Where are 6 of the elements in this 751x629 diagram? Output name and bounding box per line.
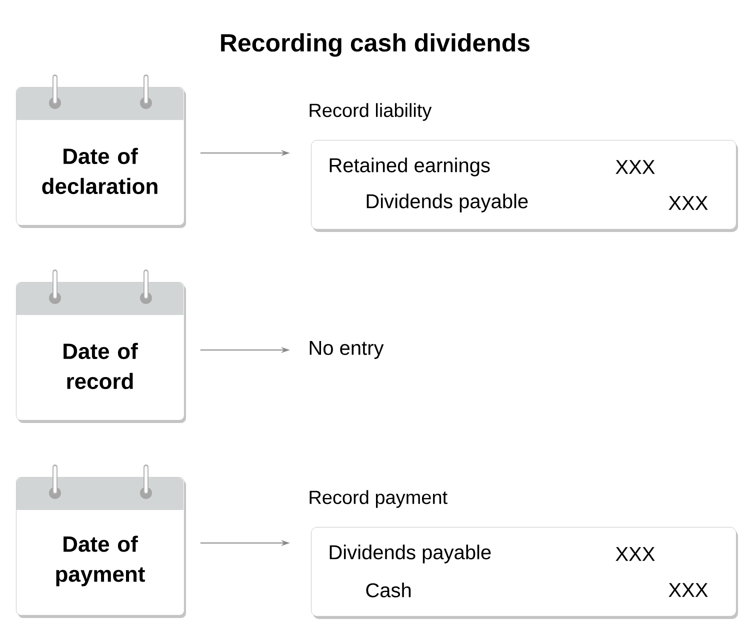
- node-label: Record payment: [310, 490, 448, 508]
- title: Recording cash dividends: [221, 33, 530, 57]
- note-text: No entry: [310, 341, 384, 359]
- journal-box: Record liability Retained earnings XXX Dividends payable XXX: [310, 103, 738, 232]
- node-label: Record liability: [310, 103, 432, 121]
- journal-box: Record payment Dividends payable XXX Cash XXX: [310, 490, 738, 619]
